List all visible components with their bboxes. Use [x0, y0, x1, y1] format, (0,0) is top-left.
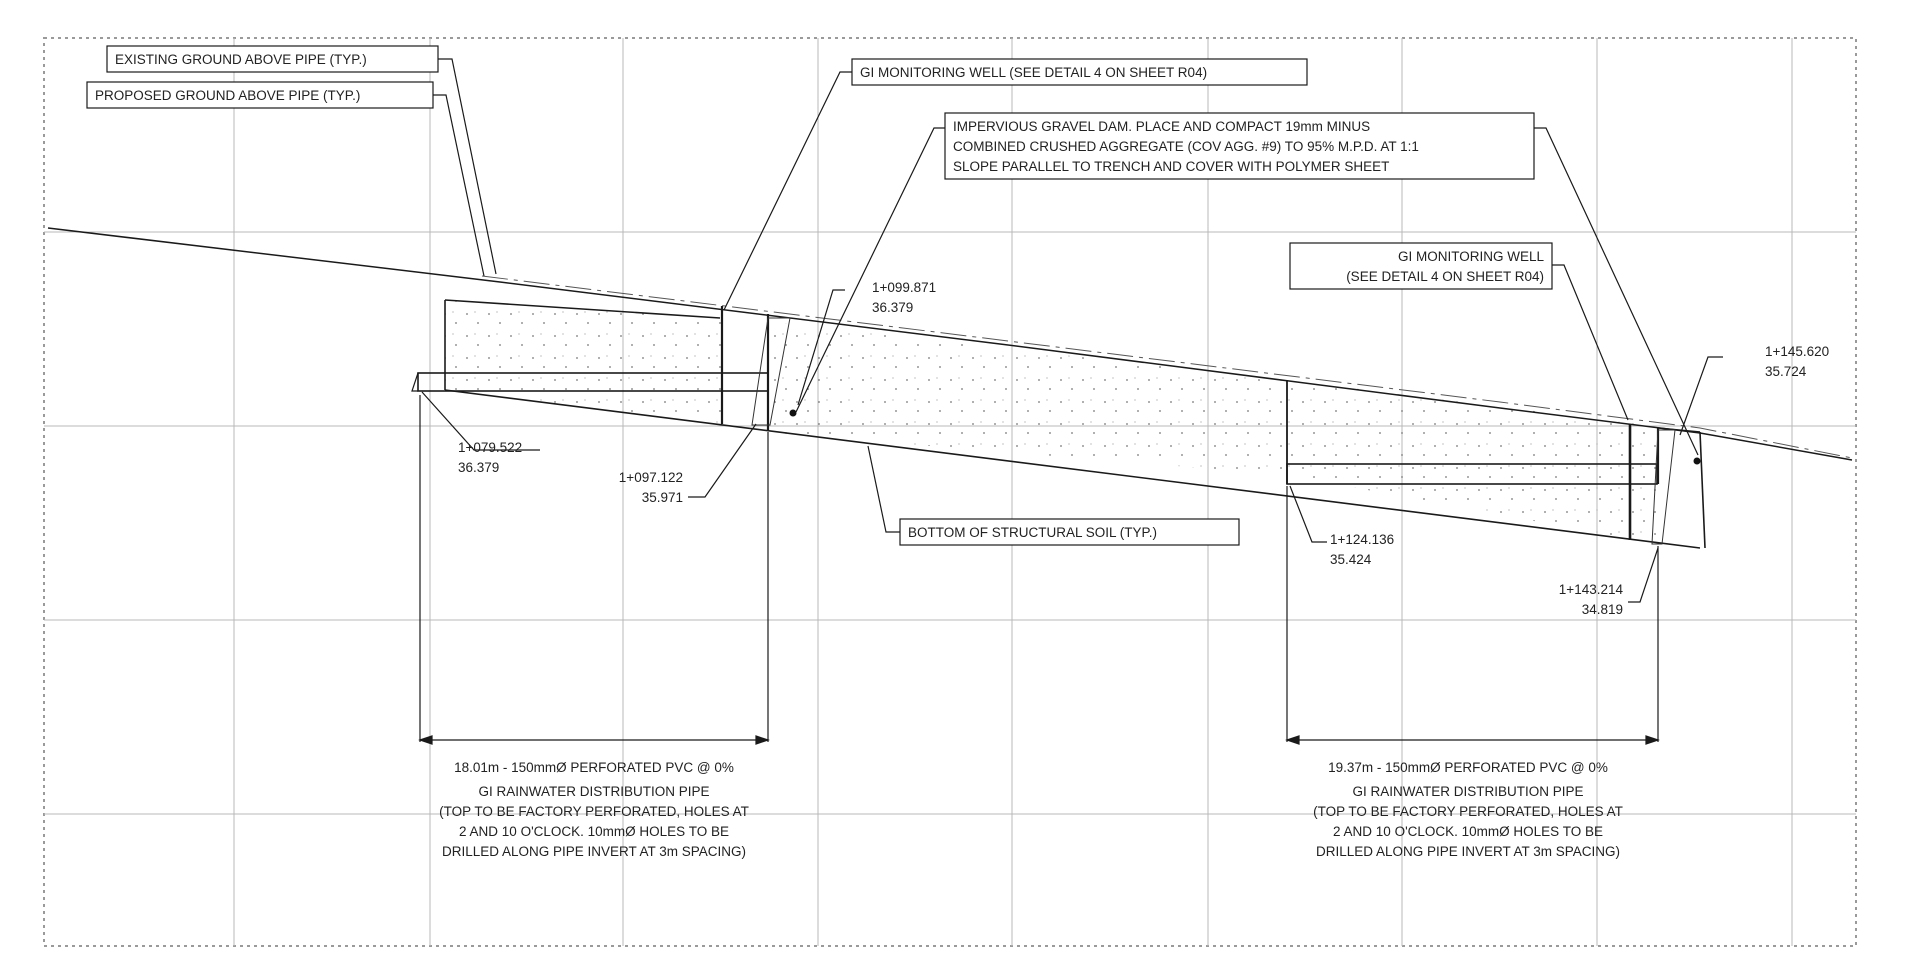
station-label-1: 1+079.522 36.379 [458, 440, 522, 475]
svg-text:IMPERVIOUS GRAVEL DAM. PLACE A: IMPERVIOUS GRAVEL DAM. PLACE AND COMPACT… [953, 119, 1370, 134]
svg-text:1+079.522: 1+079.522 [458, 440, 522, 455]
svg-text:1+124.136: 1+124.136 [1330, 532, 1394, 547]
svg-text:35.724: 35.724 [1765, 364, 1807, 379]
drawing-frame [43, 37, 1857, 947]
svg-text:GI RAINWATER DISTRIBUTION PIPE: GI RAINWATER DISTRIBUTION PIPE [1352, 784, 1583, 799]
structural-soil-fill-middle [770, 322, 1287, 475]
callout-proposed-ground: PROPOSED GROUND ABOVE PIPE (TYP.) [86, 81, 434, 109]
left-pipe-end [411, 372, 419, 392]
svg-text:36.379: 36.379 [872, 300, 913, 315]
monitoring-well-left [720, 306, 770, 430]
grid [44, 38, 1856, 946]
station-label-2: 1+097.122 35.971 [619, 470, 683, 505]
gravel-dam-left [751, 317, 791, 426]
leader-lines [421, 58, 1723, 603]
svg-text:GI MONITORING WELL: GI MONITORING WELL [1398, 249, 1545, 264]
existing-ground-line [47, 227, 1853, 461]
structural-soil-fill-right [1287, 380, 1658, 544]
structural-soil-outline [444, 299, 1706, 549]
station-label-6: 1+145.620 35.724 [1765, 344, 1829, 379]
svg-text:BOTTOM OF STRUCTURAL SOIL (TYP: BOTTOM OF STRUCTURAL SOIL (TYP.) [908, 525, 1157, 540]
station-label-4: 1+124.136 35.424 [1330, 532, 1394, 567]
svg-text:19.37m - 150mmØ PERFORATED PVC: 19.37m - 150mmØ PERFORATED PVC @ 0% [1328, 760, 1608, 775]
svg-text:GI RAINWATER DISTRIBUTION PIPE: GI RAINWATER DISTRIBUTION PIPE [478, 784, 709, 799]
svg-text:18.01m - 150mmØ PERFORATED PVC: 18.01m - 150mmØ PERFORATED PVC @ 0% [454, 760, 734, 775]
svg-text:COMBINED CRUSHED AGGREGATE (CO: COMBINED CRUSHED AGGREGATE (COV AGG. #9)… [953, 139, 1419, 154]
callout-bottom-structural-soil: BOTTOM OF STRUCTURAL SOIL (TYP.) [899, 518, 1240, 546]
station-label-5: 1+143.214 34.819 [1559, 582, 1624, 617]
proposed-ground-line [481, 275, 1853, 459]
gravel-dam-right [1651, 429, 1676, 545]
svg-text:(TOP TO BE FACTORY PERFORATED,: (TOP TO BE FACTORY PERFORATED, HOLES AT [1313, 804, 1623, 819]
svg-text:1+143.214: 1+143.214 [1559, 582, 1624, 597]
dimension-right [1285, 486, 1660, 745]
svg-text:PROPOSED GROUND ABOVE PIPE (TY: PROPOSED GROUND ABOVE PIPE (TYP.) [95, 88, 360, 103]
station-label-3: 1+099.871 36.379 [872, 280, 936, 315]
callout-monitoring-well-top: GI MONITORING WELL (SEE DETAIL 4 ON SHEE… [851, 58, 1308, 86]
svg-text:DRILLED ALONG PIPE INVERT AT 3: DRILLED ALONG PIPE INVERT AT 3m SPACING) [442, 844, 746, 859]
svg-text:36.379: 36.379 [458, 460, 499, 475]
svg-text:34.819: 34.819 [1582, 602, 1623, 617]
svg-text:2 AND 10 O'CLOCK. 10mmØ HOLES: 2 AND 10 O'CLOCK. 10mmØ HOLES TO BE [459, 824, 729, 839]
svg-text:1+097.122: 1+097.122 [619, 470, 683, 485]
gravel-dam-right-marker [1693, 457, 1701, 465]
svg-text:1+099.871: 1+099.871 [872, 280, 936, 295]
structural-soil-fill-left [445, 300, 722, 425]
pipe-note-left: 18.01m - 150mmØ PERFORATED PVC @ 0% GI R… [439, 760, 749, 859]
svg-text:(SEE DETAIL 4 ON SHEET R04): (SEE DETAIL 4 ON SHEET R04) [1346, 269, 1544, 284]
svg-text:DRILLED ALONG PIPE INVERT AT 3: DRILLED ALONG PIPE INVERT AT 3m SPACING) [1316, 844, 1620, 859]
dimension-left [418, 395, 770, 745]
svg-text:1+145.620: 1+145.620 [1765, 344, 1829, 359]
svg-text:GI MONITORING WELL (SEE DETAIL: GI MONITORING WELL (SEE DETAIL 4 ON SHEE… [860, 65, 1207, 80]
svg-text:35.971: 35.971 [642, 490, 683, 505]
callout-existing-ground: EXISTING GROUND ABOVE PIPE (TYP.) [106, 45, 439, 73]
svg-text:SLOPE PARALLEL TO TRENCH AND C: SLOPE PARALLEL TO TRENCH AND COVER WITH … [953, 159, 1389, 174]
svg-text:35.424: 35.424 [1330, 552, 1372, 567]
gravel-dam-left-marker [789, 409, 797, 417]
svg-text:2 AND 10 O'CLOCK. 10mmØ HOLES: 2 AND 10 O'CLOCK. 10mmØ HOLES TO BE [1333, 824, 1603, 839]
pipe-note-right: 19.37m - 150mmØ PERFORATED PVC @ 0% GI R… [1313, 760, 1623, 859]
svg-text:EXISTING GROUND ABOVE PIPE (TY: EXISTING GROUND ABOVE PIPE (TYP.) [115, 52, 367, 67]
svg-text:(TOP TO BE FACTORY PERFORATED,: (TOP TO BE FACTORY PERFORATED, HOLES AT [439, 804, 749, 819]
callout-monitoring-well-right: GI MONITORING WELL (SEE DETAIL 4 ON SHEE… [1289, 242, 1553, 290]
callout-gravel-dam: IMPERVIOUS GRAVEL DAM. PLACE AND COMPACT… [944, 112, 1535, 180]
